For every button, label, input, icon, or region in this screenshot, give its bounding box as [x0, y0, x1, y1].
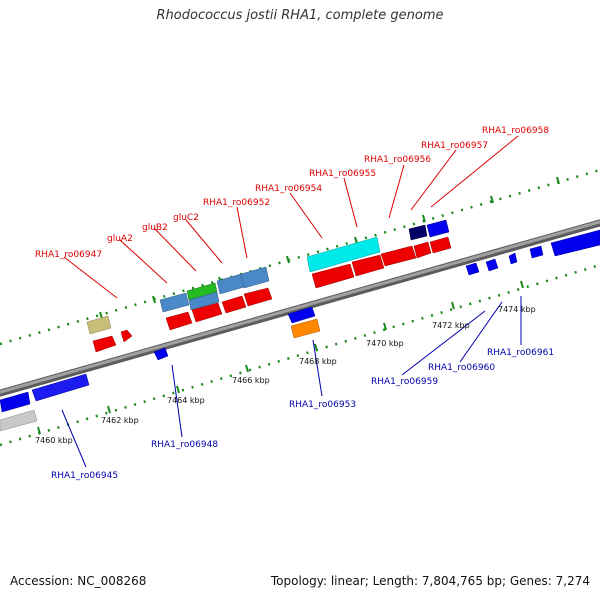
kbp-label: 7466 kbp: [232, 376, 270, 385]
gene-label[interactable]: RHA1_ro06945: [51, 471, 118, 481]
gene-arrow[interactable]: [429, 236, 452, 254]
gene-arrow[interactable]: [191, 302, 223, 323]
genome-title: Rhodococcus jostii RHA1, complete genome: [156, 8, 444, 23]
upper-major-ticks: [99, 176, 560, 320]
gene-arrow[interactable]: [380, 245, 417, 267]
gene-label[interactable]: RHA1_ro06958: [482, 126, 549, 136]
kbp-label: 7470 kbp: [366, 339, 404, 348]
gene-arrow[interactable]: [311, 263, 355, 289]
gene-ro06958[interactable]: [426, 219, 450, 238]
gene-arrow[interactable]: [550, 229, 600, 257]
bottom-gene-labels[interactable]: RHA1_ro06945 RHA1_ro06948 RHA1_ro06953 R…: [51, 348, 554, 481]
gene-label[interactable]: RHA1_ro06959: [371, 377, 438, 387]
gene-box[interactable]: [86, 315, 112, 335]
top-gene-labels[interactable]: RHA1_ro06947 gluA2 gluB2 gluC2 RHA1_ro06…: [35, 126, 549, 260]
gene-arrow[interactable]: [287, 306, 316, 324]
gene-gluA2[interactable]: [159, 292, 190, 313]
gene-arrow[interactable]: [243, 287, 273, 307]
kbp-label: 7460 kbp: [35, 436, 73, 445]
gene-ro06952[interactable]: [240, 266, 270, 289]
gene-arrow[interactable]: [120, 329, 133, 343]
gene-arrow[interactable]: [351, 254, 385, 277]
gene-label[interactable]: RHA1_ro06956: [364, 155, 431, 165]
kbp-label: 7474 kbp: [498, 305, 536, 314]
gene-label[interactable]: RHA1_ro06953: [289, 400, 356, 410]
gene-arrow[interactable]: [0, 409, 38, 432]
gene-arrow[interactable]: [485, 258, 499, 272]
gene-label[interactable]: RHA1_ro06960: [428, 363, 495, 373]
gene-label[interactable]: gluB2: [142, 223, 168, 233]
gene-label[interactable]: RHA1_ro06954: [255, 184, 322, 194]
bottom-leader-lines: [61, 296, 522, 468]
gene-label[interactable]: RHA1_ro06947: [35, 250, 102, 260]
topology-text: Topology: linear; Length: 7,804,765 bp; …: [270, 574, 590, 588]
gene-arrow[interactable]: [221, 295, 247, 314]
gene-arrow[interactable]: [529, 245, 544, 259]
gene-label[interactable]: gluC2: [173, 213, 199, 223]
gene-arrow[interactable]: [31, 373, 90, 402]
kbp-label: 7472 kbp: [432, 321, 470, 330]
gene-label[interactable]: RHA1_ro06961: [487, 348, 554, 358]
gene-gluB2-b[interactable]: [188, 291, 220, 311]
accession-text: Accession: NC_008268: [10, 574, 147, 588]
gene-gluC2[interactable]: [216, 273, 245, 295]
gene-arrow[interactable]: [165, 311, 193, 331]
gene-label[interactable]: RHA1_ro06957: [421, 141, 488, 151]
gene-arrow[interactable]: [413, 241, 432, 259]
gene-arrow[interactable]: [153, 347, 169, 361]
gene-ro06957[interactable]: [408, 224, 428, 241]
gene-ro06953[interactable]: [290, 318, 321, 339]
gene-label[interactable]: RHA1_ro06948: [151, 440, 218, 450]
gene-arrow[interactable]: [508, 252, 518, 265]
gene-arrow[interactable]: [92, 335, 117, 353]
gene-label[interactable]: RHA1_ro06955: [309, 169, 376, 179]
gene-label[interactable]: RHA1_ro06952: [203, 198, 270, 208]
kbp-label: 7464 kbp: [167, 396, 205, 405]
gene-features[interactable]: [0, 219, 600, 432]
kbp-label: 7468 kbp: [299, 357, 337, 366]
kbp-labels: 7460 kbp 7462 kbp 7464 kbp 7466 kbp 7468…: [35, 305, 536, 445]
top-leader-lines: [63, 135, 519, 299]
gene-label[interactable]: gluA2: [107, 234, 133, 244]
lower-major-ticks: [37, 280, 524, 435]
kbp-label: 7462 kbp: [101, 416, 139, 425]
upper-dotted-track: [0, 168, 600, 346]
gene-arrow[interactable]: [0, 391, 31, 413]
genome-backbone: [0, 219, 600, 397]
gene-arrow[interactable]: [465, 262, 480, 276]
gene-ro06954[interactable]: [306, 236, 381, 273]
